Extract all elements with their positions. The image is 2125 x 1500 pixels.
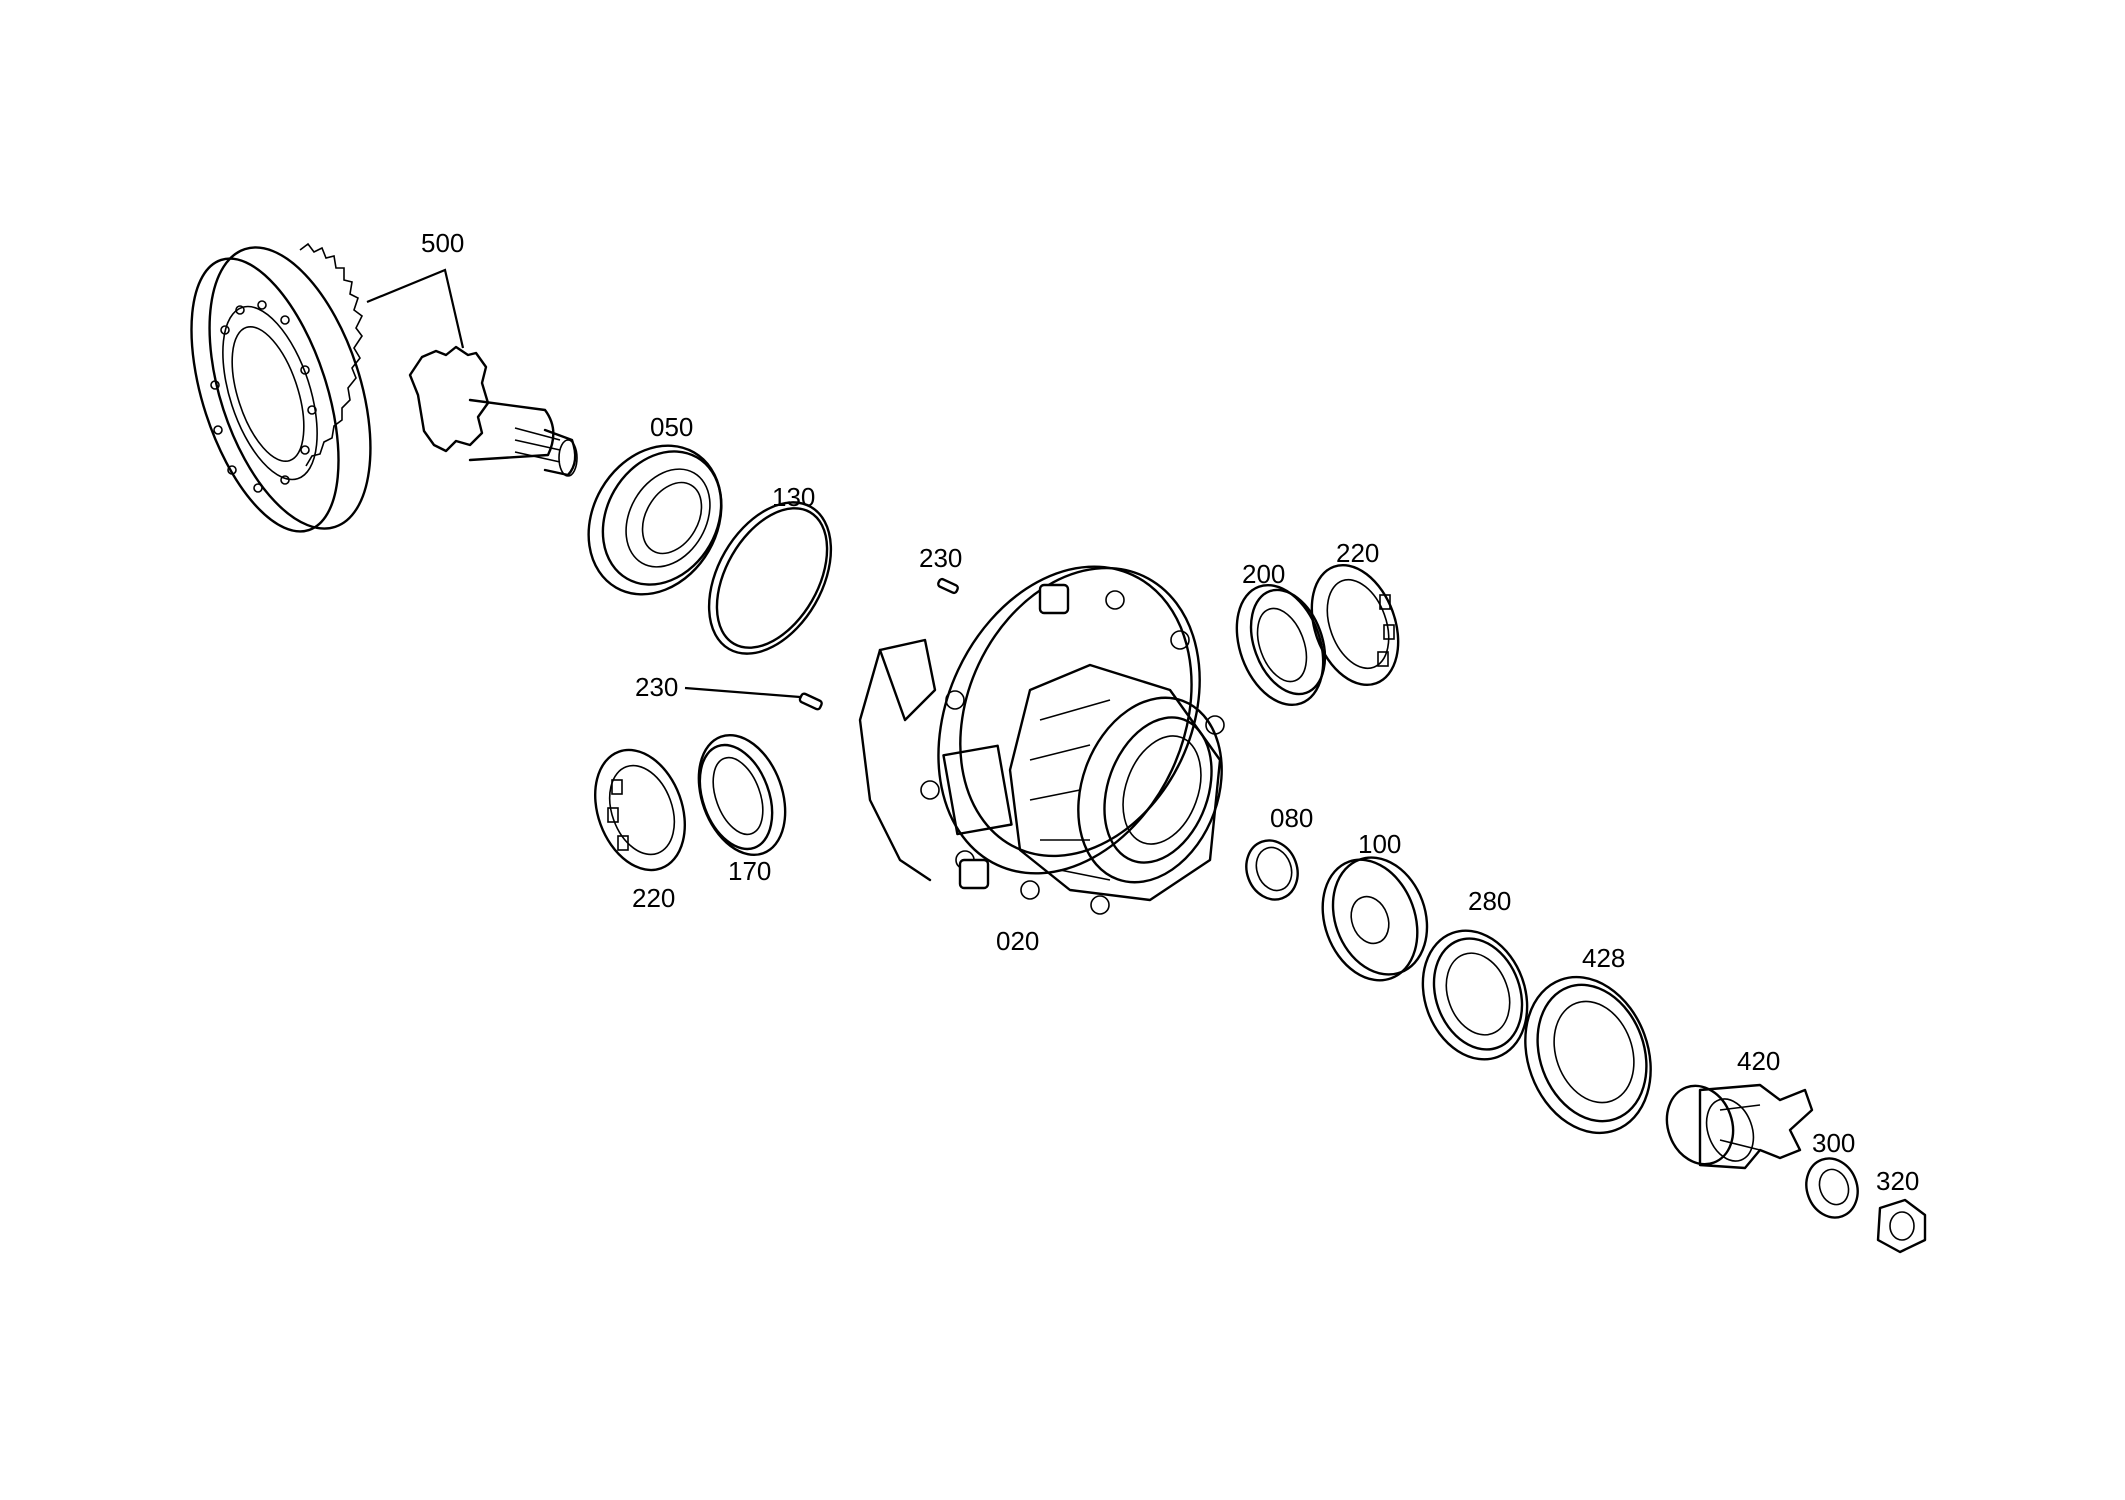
pin-230-lower-part [798, 692, 823, 711]
callout-428: 428 [1582, 943, 1625, 973]
callout-300: 300 [1812, 1128, 1855, 1158]
seal-280-part [1421, 929, 1529, 1061]
pin-230-upper-part [937, 577, 959, 595]
tapered-bearing-200-part [1235, 583, 1327, 707]
snap-ring-130-part [707, 501, 833, 655]
shim-ring-080-part [1245, 839, 1299, 901]
callout-labels: 500 050 130 230 230 200 220 220 170 020 … [421, 228, 1919, 1196]
callout-050: 050 [650, 412, 693, 442]
callout-220-upper: 220 [1336, 538, 1379, 568]
callout-230-lower: 230 [635, 672, 678, 702]
callout-220-lower: 220 [632, 883, 675, 913]
yoke-flange-420-part [1665, 1083, 1814, 1170]
callout-020: 020 [996, 926, 1039, 956]
callout-230-upper: 230 [919, 543, 962, 573]
callout-130: 130 [772, 482, 815, 512]
bearing-100-part [1321, 856, 1429, 982]
callout-280: 280 [1468, 886, 1511, 916]
drive-pinion-part [408, 345, 578, 477]
differential-housing-020-part [858, 565, 1225, 915]
crown-wheel-part [190, 242, 372, 533]
callout-420: 420 [1737, 1046, 1780, 1076]
callout-320: 320 [1876, 1166, 1919, 1196]
callout-170: 170 [728, 856, 771, 886]
roller-cage-220-lower-part [593, 748, 687, 872]
hex-nut-320-part [1876, 1198, 1927, 1254]
callout-100: 100 [1358, 829, 1401, 859]
bearing-cup-170-part [697, 733, 787, 857]
callout-200: 200 [1242, 559, 1285, 589]
roller-cage-220-upper-part [1310, 563, 1400, 687]
cover-ring-428-part [1524, 975, 1652, 1135]
washer-300-part [1805, 1157, 1859, 1219]
callout-500: 500 [421, 228, 464, 258]
bearing-050-part [587, 444, 723, 596]
callout-080: 080 [1270, 803, 1313, 833]
leader-lines [366, 268, 801, 699]
